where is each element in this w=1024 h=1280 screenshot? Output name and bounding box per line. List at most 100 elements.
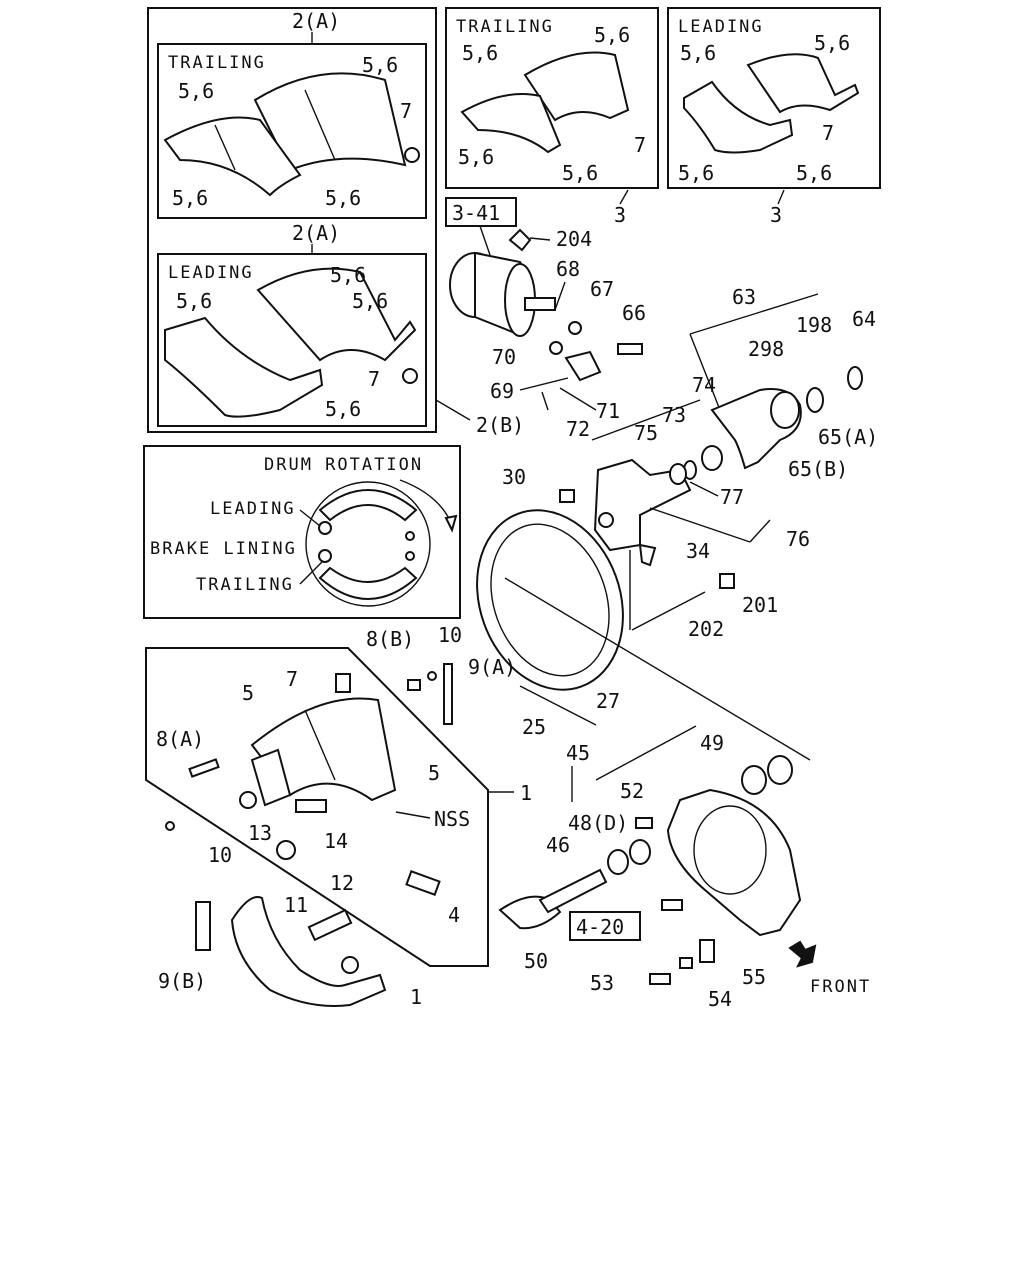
label-198: 198 [796,313,832,337]
front-arrow-icon [788,940,817,968]
label-64: 64 [852,307,876,331]
caption-drum-rotation: DRUM ROTATION [264,455,423,475]
label-7-e: 7 [286,667,298,691]
label-2a-top: 2(A) [292,9,340,33]
label-25: 25 [522,715,546,739]
label-72: 72 [566,417,590,441]
caption-trailing-1: TRAILING [168,53,266,73]
brake-shoe [250,697,397,807]
label-56-a3: 5,6 [172,186,208,210]
label-48d: 48(D) [568,811,628,835]
label-27: 27 [596,689,620,713]
label-56-c3: 5,6 [458,145,494,169]
ref-3-41: 3-41 [452,201,500,225]
caption-brake-lining: BRAKE LINING [150,539,297,559]
label-53: 53 [590,971,614,995]
label-66: 66 [622,301,646,325]
label-63: 63 [732,285,756,309]
label-34: 34 [686,539,710,563]
brake-chamber [449,251,556,337]
trailing-lining-box [157,43,427,219]
backing-plate [476,509,624,691]
label-10-bot: 10 [208,843,232,867]
trailing-lining-upper [253,72,407,172]
label-49: 49 [700,731,724,755]
ref-box-3-41 [445,197,517,227]
label-7-b: 7 [368,367,380,391]
clevis [564,350,602,382]
label-1-frame: 1 [520,781,532,805]
caption-trailing-2: TRAILING [456,17,554,37]
label-1-shoe: 1 [410,985,422,1009]
label-71: 71 [596,399,620,423]
label-9b: 9(B) [158,969,206,993]
label-56-d1: 5,6 [680,41,716,65]
caption-leading-1: LEADING [168,263,254,283]
drum-rotation-box [143,445,461,619]
label-7-c: 7 [634,133,646,157]
label-56-b3: 5,6 [352,289,388,313]
label-13: 13 [248,821,272,845]
label-74: 74 [692,373,716,397]
caption-leading-2: LEADING [678,17,764,37]
label-55: 55 [742,965,766,989]
ref-box-4-20 [569,911,641,941]
caption-front: FRONT [810,977,871,997]
trailing-shoe-lower [460,93,562,154]
label-14: 14 [324,829,348,853]
label-56-c4: 5,6 [562,161,598,185]
label-56-b4: 5,6 [325,397,361,421]
label-202: 202 [688,617,724,641]
label-67: 67 [590,277,614,301]
label-45: 45 [566,741,590,765]
label-30: 30 [502,465,526,489]
spider [666,788,802,937]
label-11: 11 [284,893,308,917]
label-56-a4: 5,6 [325,186,361,210]
label-3-a: 3 [614,203,626,227]
leading-shoe-box [667,7,881,189]
label-77: 77 [720,485,744,509]
label-56-b2: 5,6 [176,289,212,313]
trailing-lining-lower [163,116,302,197]
leading-lining-upper [256,267,417,362]
label-46: 46 [546,833,570,857]
slack-adjuster [710,388,802,470]
camshaft [498,868,608,930]
leading-shoe-upper [746,53,860,114]
label-75: 75 [634,421,658,445]
trailing-shoe-box [445,7,659,189]
shoe-assembly-frame [145,647,489,967]
lower-brake-shoe [230,896,387,1007]
label-12: 12 [330,871,354,895]
leading-lining-box [157,253,427,427]
label-65b: 65(B) [788,457,848,481]
label-54: 54 [708,987,732,1011]
label-56-a1: 5,6 [362,53,398,77]
label-201: 201 [742,593,778,617]
label-56-c1: 5,6 [594,23,630,47]
lining-kit-frame [147,7,437,433]
label-56-d2: 5,6 [814,31,850,55]
label-7-d: 7 [822,121,834,145]
label-70: 70 [492,345,516,369]
caption-trailing-3: TRAILING [196,575,294,595]
caption-leading-3: LEADING [210,499,296,519]
label-69: 69 [490,379,514,403]
leading-lining-lower [164,316,324,418]
label-2b: 2(B) [476,413,524,437]
label-9a: 9(A) [468,655,516,679]
label-7-a: 7 [400,99,412,123]
label-56-c2: 5,6 [462,41,498,65]
leading-shoe-lower [683,80,794,154]
drum-rotation-illustration [305,481,431,607]
label-56-d4: 5,6 [796,161,832,185]
label-76: 76 [786,527,810,551]
label-2a-mid: 2(A) [292,221,340,245]
label-56-a2: 5,6 [178,79,214,103]
label-5-right: 5 [428,761,440,785]
trailing-shoe-upper [523,51,630,122]
label-8a: 8(A) [156,727,204,751]
label-5-top: 5 [242,681,254,705]
